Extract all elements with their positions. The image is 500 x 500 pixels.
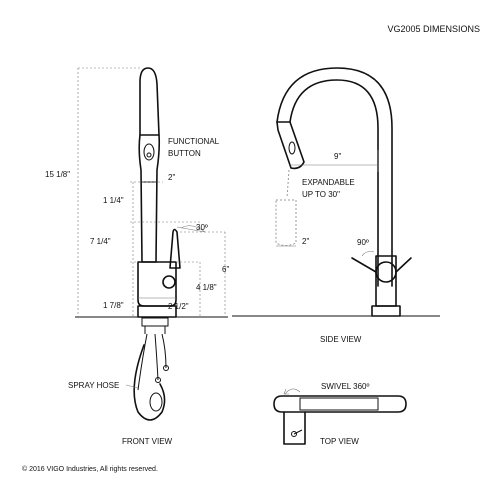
dim-angle-90: 90º — [357, 238, 369, 247]
dim-segment-1: 1 1/4" — [103, 196, 124, 205]
front-view-faucet: 15 1/8" 2" 1 1/4" 30º 7 1/4" 6" 4 1/8" 1… — [45, 67, 229, 446]
label-side-view: SIDE VIEW — [320, 335, 362, 344]
dim-segment-2: 7 1/4" — [90, 237, 111, 246]
dim-angle-arc — [180, 225, 206, 233]
side-base — [371, 305, 401, 317]
button-dot-icon — [146, 152, 152, 158]
supply-line — [154, 333, 159, 381]
top-hub-dot — [291, 431, 297, 437]
swivel-arc — [284, 388, 301, 395]
spray-hose-leader — [125, 384, 139, 389]
top-handle-line — [293, 429, 303, 435]
top-spout — [273, 395, 407, 413]
front-spray-head — [139, 67, 160, 136]
top-body — [283, 411, 306, 445]
side-view-faucet: 9" EXPANDABLE UP TO 30" 2" 90º SIDE VIEW — [232, 67, 440, 344]
swivel-arrow — [283, 388, 289, 395]
copyright: © 2016 VIGO Industries, All rights reser… — [22, 465, 158, 473]
label-expandable-1: EXPANDABLE — [302, 178, 355, 187]
front-base — [137, 305, 177, 318]
side-gooseneck-outer — [289, 79, 379, 287]
label-front-view: FRONT VIEW — [122, 437, 173, 446]
dim-angle-30: 30º — [196, 223, 208, 232]
dim-base-height: 1 7/8" — [103, 301, 124, 310]
dim-handle-to-spout: 2" — [168, 173, 175, 182]
side-gooseneck-inner — [276, 67, 393, 287]
label-top-view: TOP VIEW — [320, 437, 359, 446]
side-body — [375, 255, 397, 307]
dim-base-width: 2 1/2" — [168, 302, 189, 311]
page-title: VG2005 DIMENSIONS — [387, 24, 480, 34]
supply-line — [137, 333, 148, 391]
dim-reach: 9" — [334, 152, 341, 161]
supply-fitting — [163, 365, 169, 371]
label-functional-2: BUTTON — [168, 149, 201, 158]
label-swivel: SWIVEL 360º — [321, 382, 370, 391]
dim-handle-height: 6" — [222, 265, 229, 274]
hose-weight — [149, 392, 163, 412]
side-handle-hub — [375, 261, 397, 283]
dim-total-height: 15 1/8" — [45, 170, 70, 179]
side-handle-left — [351, 257, 377, 273]
top-view-faucet: SWIVEL 360º TOP VIEW — [273, 382, 407, 446]
front-handle — [169, 228, 181, 269]
label-functional-1: FUNCTIONAL — [168, 137, 220, 146]
dim-angle-90-arc — [361, 251, 375, 257]
top-spout-inner — [299, 397, 379, 411]
supply-line — [161, 333, 167, 369]
shank-top — [141, 317, 169, 327]
side-button-icon — [288, 141, 296, 155]
pullout-hose — [286, 169, 290, 199]
side-handle-right — [395, 257, 412, 273]
dim-spray-head: 2" — [302, 237, 309, 246]
functional-button-icon — [143, 143, 155, 161]
side-spray-head-extended — [275, 199, 297, 246]
front-neck — [138, 134, 161, 263]
handle-hub — [162, 275, 176, 289]
dim-body-height: 4 1/8" — [196, 283, 217, 292]
label-expandable-2: UP TO 30" — [302, 190, 340, 199]
label-spray-hose: SPRAY HOSE — [68, 381, 119, 390]
spray-hose — [133, 344, 166, 421]
side-spray-head — [276, 121, 305, 170]
supply-fitting — [155, 377, 161, 383]
